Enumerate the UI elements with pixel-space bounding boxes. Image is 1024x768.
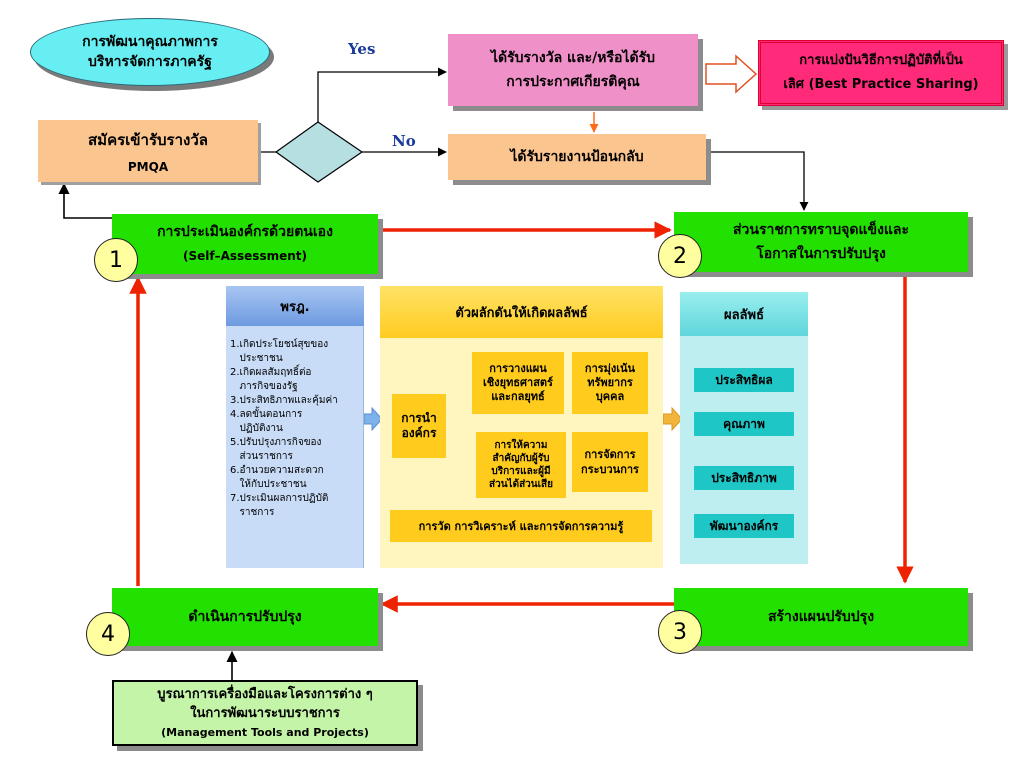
drivers-panel: ตัวผลักดันให้เกิดผลลัพธ์ การนำ องค์กร กา…: [380, 286, 663, 568]
decree-list: 1.เกิดประโยชน์สุขของ ประชาชน 2.เกิดผลสัม…: [230, 338, 362, 520]
feedback-to-step2-connector: [708, 151, 809, 211]
step1-line2: (Self–Assessment): [182, 249, 307, 263]
driver-leadership: การนำ องค์กร: [392, 394, 446, 458]
result-quality: คุณภาพ: [694, 412, 794, 436]
management-tools-box: บูรณาการเครื่องมือและโครงการต่าง ๆ ในการ…: [112, 680, 418, 746]
driver-hr-text: การมุ่งเน้น ทรัพยากร บุคคล: [584, 362, 636, 403]
decision-diamond: [274, 121, 364, 183]
award-box: ได้รับรางวัล และ/หรือได้รับ การประกาศเกี…: [448, 34, 698, 106]
decree-header-text: พรฎ.: [280, 299, 310, 315]
results-header: ผลลัพธ์: [680, 292, 808, 336]
step2-number-badge: 2: [658, 234, 702, 278]
pmqa-label: PMQA: [127, 160, 169, 174]
step3-label: สร้างแผนปรับปรุง: [767, 609, 875, 625]
step2-line2: โอกาสในการปรับปรุง: [756, 246, 886, 262]
step1-number-badge: 1: [94, 238, 138, 282]
drivers-to-results-arrow: [662, 406, 683, 432]
tools-line3: (Management Tools and Projects): [161, 725, 369, 739]
decree-item: 6.อำนวยความสะดวก ให้กับประชาชน: [230, 465, 324, 490]
decree-item: 7.ประเมินผลการปฏิบัติ ราชการ: [230, 493, 329, 518]
step3-number-badge: 3: [658, 610, 702, 654]
decree-item: 4.ลดขั้นตอนการ ปฏิบัติงาน: [230, 409, 303, 434]
step1-line1: การประเมินองค์กรด้วยตนเอง: [157, 224, 333, 240]
result-label: ประสิทธิภาพ: [711, 470, 777, 485]
feedback-box: ได้รับรายงานป้อนกลับ: [448, 134, 706, 180]
decree-to-drivers-arrow: [363, 406, 383, 432]
decree-header: พรฎ.: [226, 286, 364, 326]
step1-to-apply-connector: [58, 182, 112, 219]
yes-label: Yes: [348, 40, 376, 58]
title-oval: การพัฒนาคุณภาพการ บริหารจัดการภาครัฐ: [30, 18, 270, 86]
decree-item: 5.ปรับปรุงภารกิจของ ส่วนราชการ: [230, 437, 322, 462]
step3-improvement-plan: สร้างแผนปรับปรุง: [674, 588, 968, 646]
decree-panel: พรฎ. 1.เกิดประโยชน์สุขของ ประชาชน 2.เกิด…: [226, 286, 364, 568]
feedback-text: ได้รับรายงานป้อนกลับ: [510, 149, 644, 165]
result-organizational-development: พัฒนาองค์กร: [694, 514, 794, 538]
step4-label: ดำเนินการปรับปรุง: [188, 609, 302, 625]
best-practice-box: การแบ่งปันวิธีการปฏิบัติที่เป็น เลิศ (Be…: [758, 40, 1004, 106]
yes-connector: [317, 67, 447, 122]
apply-label: สมัครเข้ารับรางวัล: [88, 131, 208, 149]
step4-number-badge: 4: [86, 612, 130, 656]
best-practice-arrow: [705, 54, 758, 94]
result-efficiency: ประสิทธิภาพ: [694, 466, 794, 490]
results-header-text: ผลลัพธ์: [723, 307, 765, 323]
driver-measurement-text: การวัด การวิเคราะห์ และการจัดการความรู้: [418, 519, 624, 533]
title-text: การพัฒนาคุณภาพการ บริหารจัดการภาครัฐ: [82, 34, 218, 70]
award-text: ได้รับรางวัล และ/หรือได้รับ การประกาศเกี…: [490, 50, 655, 90]
driver-leadership-text: การนำ องค์กร: [401, 411, 437, 440]
tools-line2: ในการพัฒนาระบบราชการ: [190, 705, 340, 721]
drivers-header-text: ตัวผลักดันให้เกิดผลลัพธ์: [455, 305, 588, 321]
best-practice-text: การแบ่งปันวิธีการปฏิบัติที่เป็น เลิศ (Be…: [783, 53, 979, 92]
driver-customer-text: การให้ความ สำคัญกับผู้รับ บริการและผู้มี…: [488, 440, 553, 490]
decree-item: 2.เกิดผลสัมฤทธิ์ต่อ ภารกิจของรัฐ: [230, 367, 312, 392]
decree-item: 1.เกิดประโยชน์สุขของ ประชาชน: [230, 339, 329, 364]
decree-item: 3.ประสิทธิภาพและคุ้มค่า: [230, 395, 338, 406]
result-label: ประสิทธิผล: [715, 372, 773, 387]
tools-line1: บูรณาการเครื่องมือและโครงการต่าง ๆ: [157, 686, 373, 702]
step4-implement-improvement: ดำเนินการปรับปรุง: [112, 588, 378, 646]
apply-pmqa-box: สมัครเข้ารับรางวัล PMQA: [38, 120, 258, 182]
driver-strategic-text: การวางแผน เชิงยุทธศาสตร์ และกลยุทธ์: [483, 362, 553, 403]
results-panel: ผลลัพธ์ ประสิทธิผล คุณภาพ ประสิทธิภาพ พั…: [680, 292, 808, 564]
driver-process-management: การจัดการ กระบวนการ: [572, 432, 648, 492]
driver-human-resources: การมุ่งเน้น ทรัพยากร บุคคล: [572, 352, 648, 414]
driver-strategic-planning: การวางแผน เชิงยุทธศาสตร์ และกลยุทธ์: [472, 352, 564, 414]
no-label: No: [392, 132, 416, 150]
step2-line1: ส่วนราชการทราบจุดแข็งและ: [732, 222, 910, 238]
result-effectiveness: ประสิทธิผล: [694, 368, 794, 392]
result-label: พัฒนาองค์กร: [709, 518, 779, 533]
driver-measurement-knowledge: การวัด การวิเคราะห์ และการจัดการความรู้: [390, 510, 652, 542]
drivers-header: ตัวผลักดันให้เกิดผลลัพธ์: [380, 286, 663, 338]
result-label: คุณภาพ: [723, 416, 765, 431]
driver-customer-focus: การให้ความ สำคัญกับผู้รับ บริการและผู้มี…: [476, 432, 566, 498]
driver-process-text: การจัดการ กระบวนการ: [581, 448, 639, 476]
step2-strengths-opportunities: ส่วนราชการทราบจุดแข็งและ โอกาสในการปรับป…: [674, 212, 968, 272]
step1-self-assessment: การประเมินองค์กรด้วยตนเอง (Self–Assessme…: [112, 214, 378, 274]
